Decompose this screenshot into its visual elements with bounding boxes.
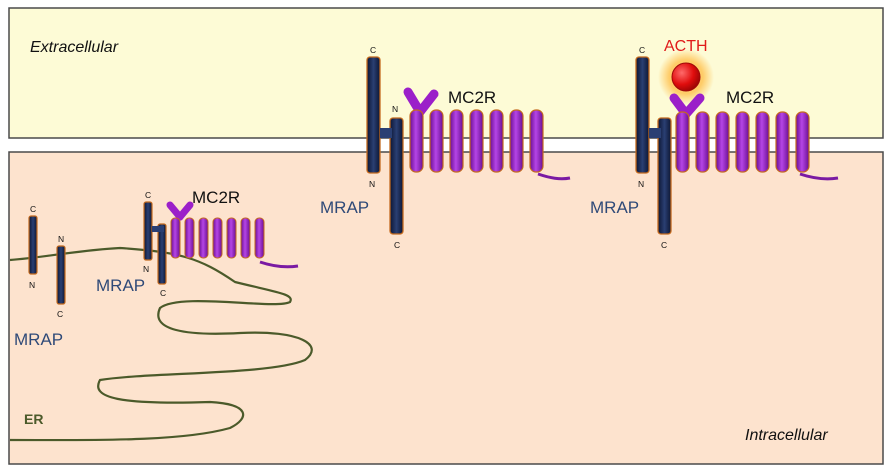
mc2r-label-acth: MC2R [726,88,774,107]
mrap-mc2r-er-complex: C N C MRAP MC2R [96,188,299,298]
mc2r-membrane-tm1 [409,109,424,173]
mc2r-membrane-tm5 [489,109,504,173]
mc2r-acth-tm2 [695,111,710,173]
mc2r-acth-tm4 [735,111,750,173]
mrap-label-er: MRAP [14,330,63,349]
mc2r-acth-c-tail [799,172,839,181]
mc2r-membrane: MC2R [403,87,571,181]
mc2r-er-tm2 [184,217,195,259]
mrap-6-c-terminus: C [394,240,400,250]
mc2r-acth-tm1 [675,111,690,173]
mc2r-er: MC2R [166,188,299,269]
mc2r-acth-n-arm-2 [681,93,705,119]
extracellular-label: Extracellular [30,39,119,56]
mrap-linker-2 [380,128,392,138]
mc2r-membrane-tm6 [509,109,524,173]
mrap-2-n-terminus: N [58,234,64,244]
mc2r-acth-tm3 [715,111,730,173]
mrap-3-n-terminus: N [143,264,149,274]
er-label: ER [24,411,43,427]
mrap-linker [152,226,164,232]
mrap-7-c-terminus: C [639,45,645,55]
mrap-helix-7 [635,56,650,174]
acth-bound-complex: C N C MRAP ACTH MC2R [590,38,839,250]
mc2r-er-tm5 [226,217,237,259]
mrap-5-n-terminus: N [369,179,375,189]
mc2r-label-er: MC2R [192,188,240,207]
mc2r-er-tm4 [212,217,223,259]
extracellular-region [8,7,884,139]
mrap-1-n-terminus: N [29,280,35,290]
mc2r-membrane-tm7 [529,109,544,173]
mc2r-membrane-tm4 [469,109,484,173]
mrap-er-standalone: C N N C MRAP [14,204,66,349]
mrap-label-acth-complex: MRAP [590,198,639,217]
mrap-helix-8 [657,117,672,235]
mc2r-acth-tm5 [755,111,770,173]
mc2r-er-tm7 [254,217,265,259]
mrap-2-c-terminus: C [57,309,63,319]
intracellular-region [8,151,884,465]
mrap-7-n-terminus: N [638,179,644,189]
mrap-helix-2 [56,245,66,305]
mrap-8-c-terminus: C [661,240,667,250]
mc2r-acth: MC2R [669,88,839,181]
mrap-mc2r-membrane-complex: C N N C MRAP MC2R [320,45,571,250]
mc2r-er-tm3 [198,217,209,259]
mrap-label-er-complex: MRAP [96,276,145,295]
mc2r-er-tm1 [170,217,181,259]
mc2r-er-tm6 [240,217,251,259]
mrap-helix-3 [143,201,153,261]
mc2r-er-c-tail [259,260,299,269]
mrap-4-c-terminus: C [160,288,166,298]
mrap-linker-3 [649,128,661,138]
mrap-1-c-terminus: C [30,204,36,214]
mrap-helix-4 [157,223,167,285]
mrap-helix-1 [28,215,38,275]
mrap-helix-6 [389,117,404,235]
mrap-6-n-terminus: N [392,104,398,114]
mc2r-membrane-tm3 [449,109,464,173]
intracellular-label: Intracellular [745,427,828,444]
mrap-label-membrane: MRAP [320,198,369,217]
mc2r-membrane-c-tail [537,172,571,181]
acth-label: ACTH [664,38,708,55]
mc2r-acth-tm7 [795,111,810,173]
mc2r-membrane-tm2 [429,109,444,173]
mrap-helix-5 [366,56,381,174]
mc2r-membrane-n-arm-2 [415,89,439,117]
er-membrane [9,246,313,442]
mc2r-er-n-arm-2 [176,201,194,221]
mc2r-acth-tm6 [775,111,790,173]
acth-ligand [671,62,701,92]
mc2r-label-membrane: MC2R [448,88,496,107]
mrap-5-c-terminus: C [370,45,376,55]
mrap-3-c-terminus: C [145,190,151,200]
